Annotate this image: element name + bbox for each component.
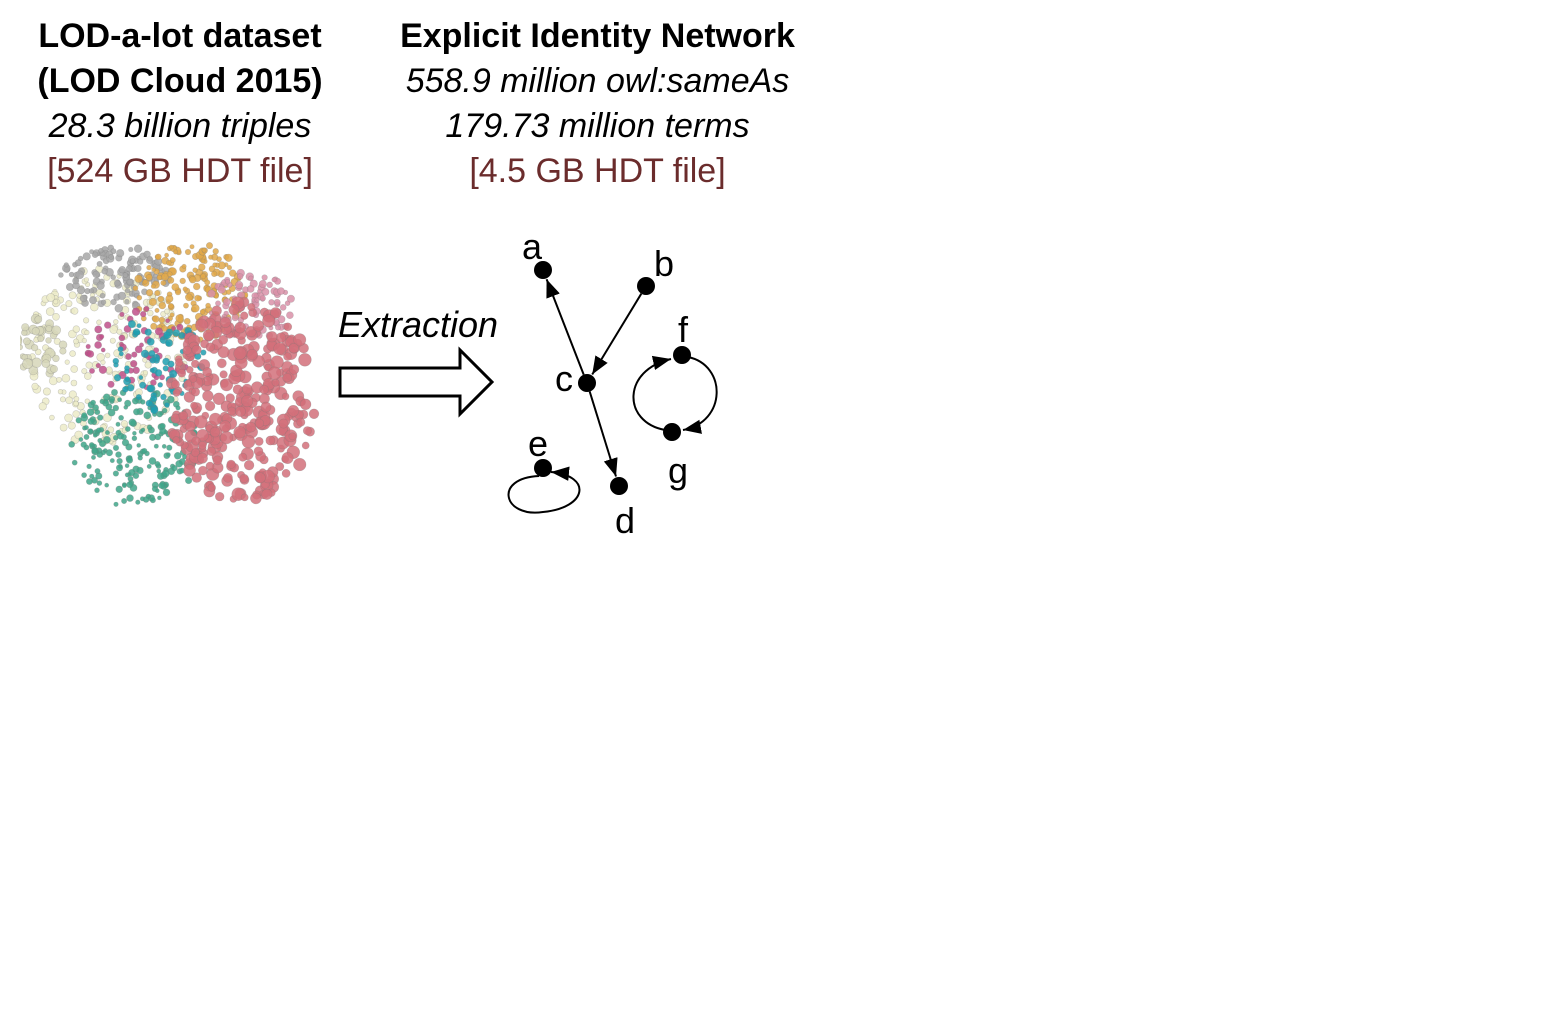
- node-label-e: e: [528, 423, 548, 464]
- node-c: [578, 374, 596, 392]
- identity-network-title: Explicit Identity Network: [400, 17, 795, 55]
- lod-triples-count: 28.3 billion triples: [48, 107, 312, 145]
- extraction-step: Extraction: [334, 300, 514, 425]
- extraction-arrow-shape: [338, 346, 495, 418]
- node-label-d: d: [615, 500, 635, 541]
- lod-cloud-graph: [11, 242, 320, 507]
- identity-network-description: Explicit Identity Network 558.9 million …: [360, 14, 835, 194]
- node-label-g: g: [668, 450, 688, 491]
- identity-graph-svg: a b c d e f g: [507, 226, 718, 541]
- terms-count: 179.73 million terms: [445, 107, 750, 145]
- node-g: [663, 423, 681, 441]
- cluster-gray: [58, 244, 173, 313]
- lod-cloud-image: [11, 232, 330, 522]
- cluster-red: [166, 296, 320, 505]
- lod-title-line1: LOD-a-lot dataset: [38, 17, 322, 55]
- identity-network-file-size: [4.5 GB HDT file]: [469, 152, 726, 190]
- sameas-count: 558.9 million owl:sameAs: [405, 62, 790, 100]
- edge-c-d: [588, 391, 618, 477]
- cluster-cyan: [112, 319, 207, 415]
- lod-file-size: [524 GB HDT file]: [47, 152, 313, 190]
- node-label-f: f: [678, 309, 689, 350]
- cluster-olive: [11, 314, 68, 378]
- lod-a-lot-description: LOD-a-lot dataset (LOD Cloud 2015) 28.3 …: [10, 14, 350, 194]
- node-e: [534, 459, 552, 477]
- edge-e-e: [507, 466, 581, 514]
- extraction-arrow-icon: [338, 346, 495, 418]
- edge-c-a: [545, 278, 585, 375]
- lod-title-line2: (LOD Cloud 2015): [37, 62, 323, 100]
- extraction-label: Extraction: [338, 304, 499, 345]
- node-label-a: a: [522, 228, 543, 267]
- node-f: [673, 346, 691, 364]
- node-a: [534, 261, 552, 279]
- edge-f-g: [682, 356, 718, 434]
- edge-g-f: [632, 355, 672, 431]
- node-label-c: c: [555, 358, 573, 399]
- edge-b-c: [591, 293, 643, 376]
- identity-graph: a b c d e f g: [495, 226, 740, 548]
- node-b: [637, 277, 655, 295]
- node-label-b: b: [654, 243, 674, 284]
- node-d: [610, 477, 628, 495]
